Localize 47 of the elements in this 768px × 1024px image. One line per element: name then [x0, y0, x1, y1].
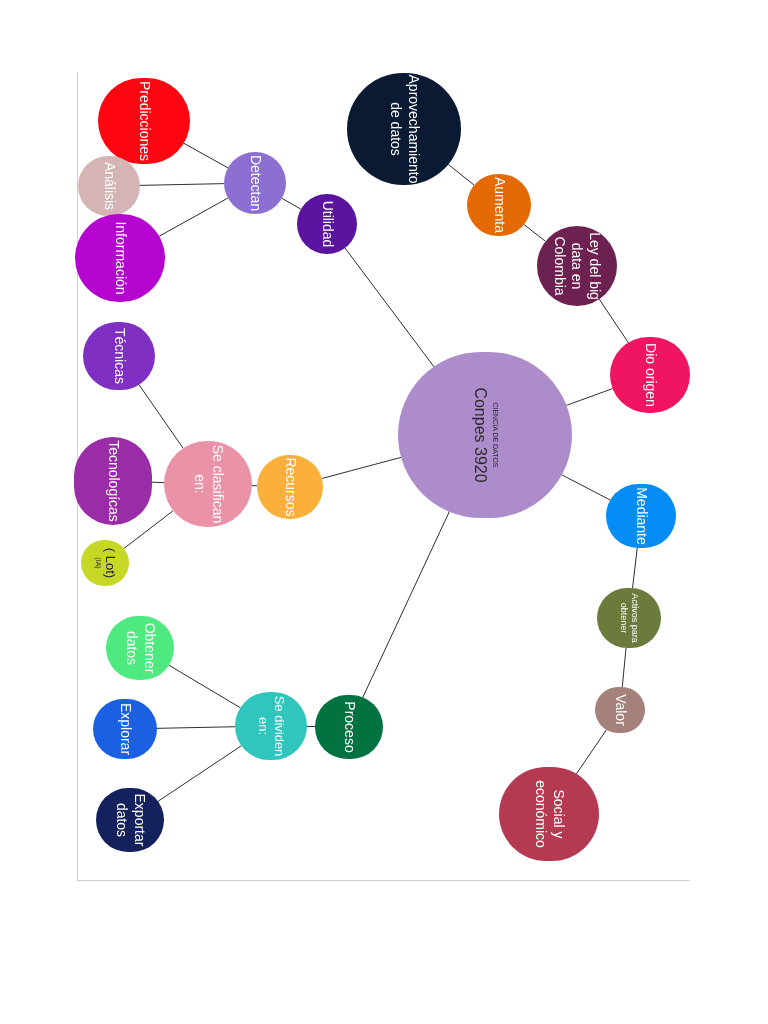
- concept-text: Utilidad: [318, 200, 336, 248]
- concept-text: Recursos: [281, 457, 299, 517]
- connector-line: [447, 163, 475, 186]
- connector-line: [168, 664, 242, 709]
- connector-line: [306, 725, 316, 728]
- concept-text: Proceso: [340, 701, 358, 753]
- connector-line: [158, 197, 229, 237]
- concept-text: Aprovechamiento de datos: [387, 73, 422, 186]
- connector-line: [565, 388, 614, 406]
- connector-line: [139, 183, 225, 186]
- concept-text: Se dividen en:: [255, 694, 288, 759]
- concept-text: Detectan: [246, 154, 264, 211]
- concept-text: Aumenta: [490, 176, 508, 233]
- connector-line: [632, 547, 638, 589]
- concept-text: Explorar: [116, 702, 134, 756]
- concept-text: Activos para obtener: [618, 592, 641, 645]
- concept-text: Se clasifican en:: [191, 443, 226, 526]
- connector-line: [157, 745, 243, 802]
- concept-text: Valor: [611, 694, 629, 726]
- connector-line: [123, 510, 174, 550]
- connector-line: [281, 197, 302, 210]
- connector-line: [151, 481, 165, 484]
- connector-line: [523, 223, 546, 242]
- connector-line: [321, 456, 402, 479]
- connector-line: [156, 726, 236, 729]
- concept-text: Dio origen: [641, 343, 659, 407]
- concept-text: Exportar datos: [113, 792, 148, 849]
- connector-line: [251, 485, 258, 487]
- concept-text: Social y económico: [532, 779, 567, 850]
- concept-text: Tecnologícas: [104, 440, 122, 522]
- concept-text: Mediante: [632, 487, 650, 545]
- concept-text: ( Lot): [101, 547, 118, 579]
- concept-text: Ley del big data en Colombia: [551, 231, 604, 302]
- concept-text: Predicciones: [135, 80, 153, 162]
- concept-text: Obtener datos: [123, 621, 158, 676]
- connector-line: [344, 247, 435, 368]
- connector-line: [575, 729, 608, 775]
- concept-text: Información: [111, 221, 129, 295]
- concept-text: Técnicas: [110, 328, 128, 384]
- connector-line: [362, 510, 451, 699]
- concept-text: Conpes 3920: [471, 387, 491, 483]
- connector-line: [560, 474, 612, 501]
- connector-line: [621, 647, 627, 688]
- connector-line: [138, 383, 184, 449]
- concept-text: Análisis: [100, 161, 118, 211]
- connector-line: [183, 142, 229, 169]
- connector-line: [598, 298, 630, 344]
